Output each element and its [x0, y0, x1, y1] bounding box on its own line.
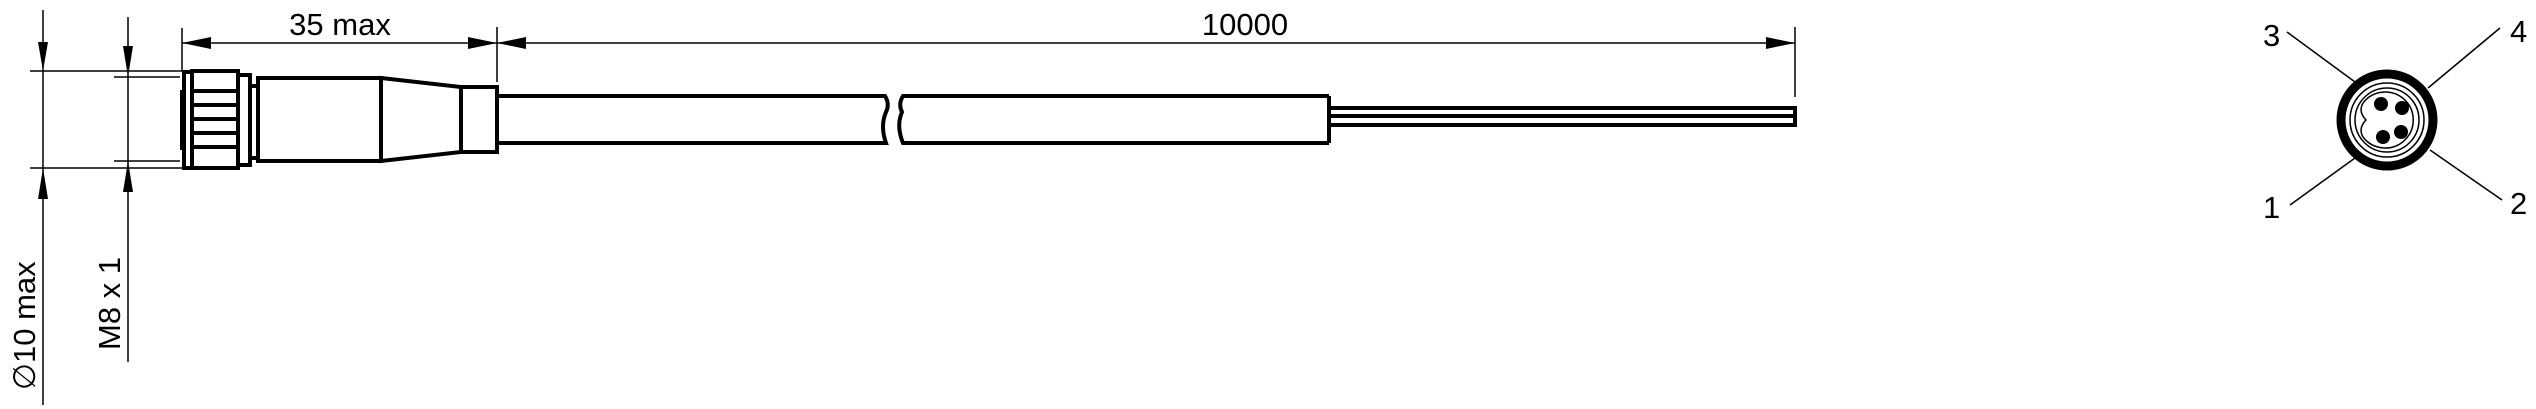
diameter-label: ∅10 max [7, 261, 42, 390]
pin-label-2: 2 [2510, 186, 2527, 221]
thread-dimension: M8 x 1 [92, 17, 180, 362]
pin-2 [2394, 125, 2408, 139]
diameter-dimension: ∅10 max [7, 10, 185, 405]
cable-length-dimension: 10000 [497, 7, 1796, 97]
connector-length-dimension: 35 max [181, 7, 498, 82]
pin-label-1: 1 [2263, 190, 2280, 225]
thread-label: M8 x 1 [92, 257, 127, 350]
pin-4 [2395, 101, 2409, 115]
pin-3 [2374, 97, 2388, 111]
pin-label-4: 4 [2510, 14, 2527, 49]
pin-face-view: 3 4 1 2 [2263, 14, 2527, 225]
cable [497, 94, 1331, 145]
wire-ends [1327, 106, 1797, 127]
pin-1 [2376, 130, 2390, 144]
connector-length-label: 35 max [289, 7, 391, 42]
cable-length-label: 10000 [1202, 7, 1288, 42]
pin-label-3: 3 [2263, 18, 2280, 53]
connector [180, 69, 499, 170]
